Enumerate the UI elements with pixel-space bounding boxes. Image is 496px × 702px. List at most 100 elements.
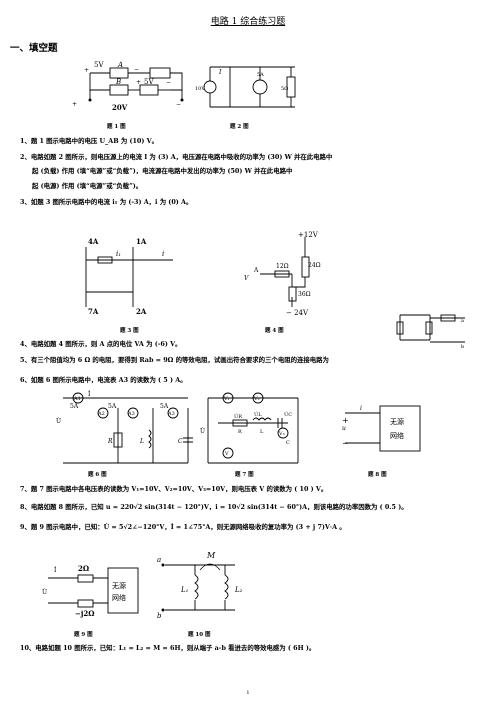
svg-text:U̇: U̇ bbox=[200, 428, 205, 435]
question-10: 10、电路如题 10 图所示，已知：L₁ = L₂ = M = 6H，则从端子 … bbox=[20, 644, 316, 652]
svg-text:U̇R: U̇R bbox=[234, 413, 242, 420]
question-4: 4、电路如题 4 图所示，则 A 点的电位 VA 为 (-6) V。 bbox=[20, 340, 182, 348]
svg-text:A1: A1 bbox=[73, 396, 81, 402]
svg-text:A: A bbox=[253, 267, 259, 274]
figure-3-circuit: 4A 1A 7A 2A i₁ i bbox=[85, 237, 173, 316]
svg-text:a: a bbox=[461, 318, 464, 324]
figure-4-circuit: +12V 12Ω 24Ω 36Ω − 24V V A bbox=[244, 231, 321, 317]
svg-text:İ: İ bbox=[54, 567, 57, 574]
svg-text:V: V bbox=[224, 451, 229, 457]
svg-text:U̇: U̇ bbox=[42, 589, 47, 596]
svg-text:4A: 4A bbox=[88, 237, 99, 246]
svg-text:R: R bbox=[238, 429, 242, 435]
svg-text:5A: 5A bbox=[108, 403, 117, 410]
svg-text:+: + bbox=[136, 79, 141, 86]
section-heading: 一、填空题 bbox=[10, 43, 58, 54]
figure-9-circuit: 2Ω −j2Ω 无源 网络 İ U̇ bbox=[42, 564, 139, 618]
svg-text:5A: 5A bbox=[160, 403, 169, 410]
svg-text:i₁: i₁ bbox=[116, 250, 121, 258]
svg-text:2A: 2A bbox=[136, 307, 147, 316]
svg-text:V₁: V₁ bbox=[223, 396, 230, 402]
document-title: 电路 1 综合练习题 bbox=[210, 17, 286, 27]
question-9: 9、题 9 图示电路中，已知：U̇ = 5√2∠−120°V，İ = 1∠75°… bbox=[20, 523, 346, 531]
question-2-line-3: 起 (电源) 作用 (填“电源”或“负载”)。 bbox=[32, 182, 143, 190]
svg-text:+12V: +12V bbox=[298, 231, 319, 239]
svg-text:5A: 5A bbox=[70, 403, 79, 410]
figure-7-circuit: V₁ V₂ V₃ V U̇ U̇R U̇L U̇C R L C bbox=[200, 392, 299, 464]
svg-text:L₁: L₁ bbox=[180, 586, 189, 594]
question-3: 3、如题 3 图所示电路中的电流 i₁ 为 (-3) A，i 为 (0) A。 bbox=[20, 198, 193, 206]
svg-text:M: M bbox=[206, 551, 216, 560]
svg-text:V₂: V₂ bbox=[253, 396, 260, 402]
figure-8-network: 无源 网络 i + u − bbox=[342, 405, 421, 452]
svg-text:−j2Ω: −j2Ω bbox=[75, 609, 95, 618]
figure-8-caption: 题 8 图 bbox=[368, 472, 387, 478]
svg-text:a: a bbox=[157, 556, 161, 564]
figure-6-circuit: A1 A2 A3 A3 5A 5A 5A R L C U̇ İ bbox=[56, 391, 193, 464]
svg-text:C: C bbox=[286, 440, 290, 446]
figure-2-circuit: I 10V 5A 5Ω bbox=[195, 66, 296, 108]
f1-v5a: 5V bbox=[94, 61, 104, 69]
figure-7-caption: 题 7 图 bbox=[235, 472, 254, 478]
svg-text:b: b bbox=[157, 612, 162, 620]
figure-3-caption: 题 3 图 bbox=[120, 328, 139, 334]
svg-text:20V: 20V bbox=[112, 103, 128, 112]
svg-text:网络: 网络 bbox=[112, 593, 126, 602]
question-2-line-2: 起 (负载) 作用 (填“电源”或“负载”)，电流源在电路中发出的功率为 (50… bbox=[32, 167, 293, 175]
svg-text:L₂: L₂ bbox=[234, 586, 243, 594]
svg-text:24Ω: 24Ω bbox=[308, 262, 321, 269]
svg-text:A3: A3 bbox=[167, 411, 175, 417]
svg-text:12Ω: 12Ω bbox=[276, 263, 289, 270]
question-8: 8、电路如题 8 图所示，已知 u = 220√2 sin(314t − 120… bbox=[20, 503, 408, 511]
page-number: 1 bbox=[246, 690, 250, 696]
svg-text:5V: 5V bbox=[144, 78, 154, 86]
svg-text:5A: 5A bbox=[257, 72, 264, 78]
svg-text:1A: 1A bbox=[136, 237, 147, 246]
svg-text:R: R bbox=[107, 438, 113, 445]
svg-text:5Ω: 5Ω bbox=[281, 86, 288, 92]
figure-2-caption: 题 2 图 bbox=[230, 124, 249, 130]
svg-text:A3: A3 bbox=[127, 411, 135, 417]
svg-text:−: − bbox=[176, 101, 181, 108]
svg-text:C: C bbox=[178, 438, 183, 445]
question-5: 5、有三个阻值均为 6 Ω 的电阻，要得到 Rab = 9Ω 的等效电阻，试画出… bbox=[20, 356, 329, 364]
svg-text:无源: 无源 bbox=[112, 581, 126, 590]
svg-text:U̇: U̇ bbox=[56, 418, 61, 425]
svg-text:10V: 10V bbox=[195, 86, 205, 92]
svg-text:7A: 7A bbox=[88, 307, 99, 316]
svg-text:I: I bbox=[218, 69, 222, 76]
svg-text:A: A bbox=[117, 61, 123, 69]
svg-text:U̇L: U̇L bbox=[254, 411, 262, 418]
figure-4-caption: 题 4 图 bbox=[265, 328, 284, 334]
figure-10-caption: 题 10 图 bbox=[188, 632, 211, 638]
figure-6-caption: 题 6 图 bbox=[88, 472, 107, 478]
svg-text:A2: A2 bbox=[97, 411, 105, 417]
question-6: 6、如题 6 图所示电路中，电流表 A3 的读数为 ( 5 ) A。 bbox=[20, 376, 187, 384]
svg-text:36Ω: 36Ω bbox=[298, 291, 311, 298]
svg-text:−: − bbox=[134, 66, 139, 73]
svg-text:b: b bbox=[461, 344, 464, 350]
svg-text:V: V bbox=[244, 275, 249, 282]
figure-10-coupled-inductors: M a b L₁ L₂ bbox=[157, 551, 243, 620]
svg-text:2Ω: 2Ω bbox=[78, 564, 89, 573]
figure-1-circuit: 5V + − A B + 5V − + 20V − bbox=[72, 61, 184, 112]
svg-text:−: − bbox=[166, 79, 171, 86]
svg-text:u: u bbox=[342, 425, 346, 432]
svg-text:İ: İ bbox=[88, 391, 91, 398]
svg-text:i: i bbox=[360, 405, 362, 412]
svg-text:i: i bbox=[162, 250, 164, 258]
figure-1-caption: 题 1 图 bbox=[107, 124, 126, 130]
question-2-line-1: 2、电路如题 2 图所示，则电压源上的电流 I 为 (3) A，电压源在电路中吸… bbox=[20, 153, 333, 161]
svg-text:+: + bbox=[72, 101, 77, 108]
figure-9-caption: 题 9 图 bbox=[74, 632, 93, 638]
svg-text:无源: 无源 bbox=[390, 417, 404, 426]
svg-text:V₃: V₃ bbox=[278, 431, 285, 437]
question-1: 1、题 1 图示电路中的电压 U_AB 为 (10) V。 bbox=[20, 137, 158, 145]
svg-text:U̇C: U̇C bbox=[284, 411, 292, 418]
figure-5-resistor-network: a b bbox=[396, 314, 465, 350]
svg-text:+: + bbox=[84, 67, 89, 74]
svg-text:L: L bbox=[260, 429, 264, 435]
question-7: 7、题 7 图示电路中各电压表的读数为 V₁=10V、V₂=10V、V₃=10V… bbox=[20, 485, 328, 493]
svg-text:− 24V: − 24V bbox=[286, 309, 309, 317]
svg-text:B: B bbox=[115, 78, 121, 86]
